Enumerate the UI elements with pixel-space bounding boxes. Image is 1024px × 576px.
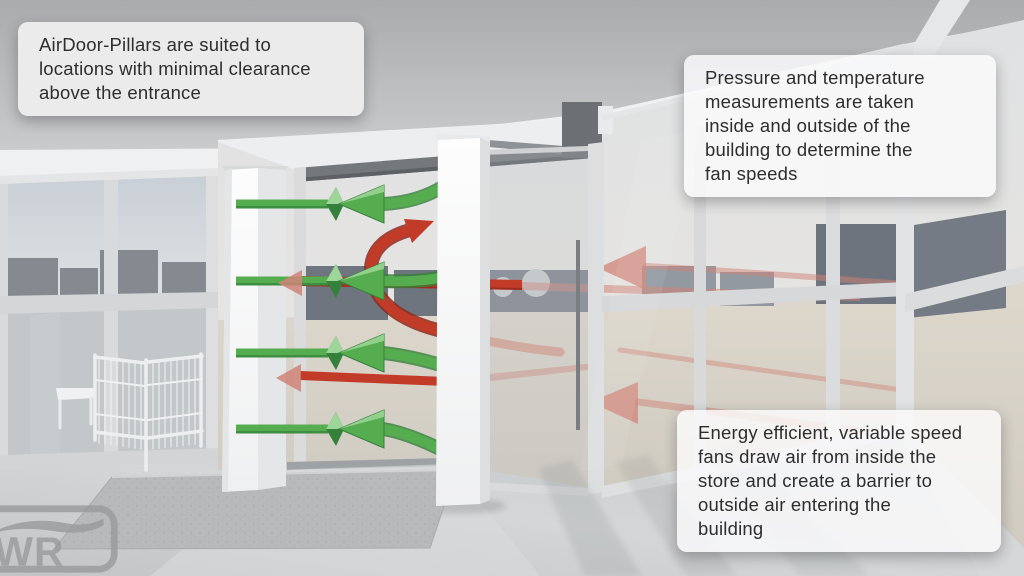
wr-logo: WR (0, 505, 118, 574)
red-arrowhead-outside-lower (590, 382, 638, 424)
callout-pillars-clearance: AirDoor-Pillars are suited to locations … (18, 22, 364, 117)
glass-reflection (580, 130, 700, 470)
frame-shadow (538, 460, 642, 576)
left-airdoor-pillar (222, 166, 288, 492)
red-arrowhead-blocked-upper (278, 270, 302, 296)
door-handle-edge (576, 240, 580, 430)
cart-corral (56, 352, 204, 472)
callout-line: above the entrance (39, 82, 201, 104)
callout-energy-efficiency: Energy efficient, variable speed fans dr… (677, 410, 1001, 553)
callout-line: fan speeds (705, 163, 798, 185)
callout-line: AirDoor-Pillars are suited to (39, 34, 271, 55)
callout-line: store and create a barrier to (698, 470, 933, 492)
entrance-mat (52, 469, 457, 550)
logo-swoosh-icon (0, 518, 104, 533)
callout-line: building (698, 518, 764, 540)
callout-line: Pressure and temperature (705, 67, 925, 88)
green-arrow-row-1 (236, 184, 385, 224)
red-arrowhead-deflected (404, 219, 434, 243)
red-stream-lower (300, 371, 446, 386)
callout-line: measurements are taken (705, 91, 915, 113)
green-arrow-row-4 (236, 409, 385, 449)
sliding-door-panel (482, 146, 588, 496)
callout-line: inside and outside of the (705, 115, 911, 137)
callout-line: fans draw air from inside the (698, 446, 937, 468)
red-arrowhead-outside-upper (598, 246, 646, 290)
callout-line: outside air entering the (698, 494, 892, 516)
logo-text: WR (0, 528, 65, 574)
callout-line: building to determine the (705, 139, 913, 161)
right-airdoor-pillar (436, 134, 490, 506)
logo-border (0, 505, 118, 573)
callout-line: Energy efficient, variable speed (698, 422, 963, 443)
callout-pressure-temperature: Pressure and temperature measurements ar… (684, 55, 996, 198)
green-arrow-row-3 (236, 333, 385, 373)
door-header-fascia (218, 118, 602, 170)
ceiling-fascia (0, 22, 1024, 180)
red-faint-tips (276, 270, 302, 392)
callout-line: locations with minimal clearance (39, 58, 311, 80)
red-arrowhead-blocked-lower (276, 364, 301, 392)
